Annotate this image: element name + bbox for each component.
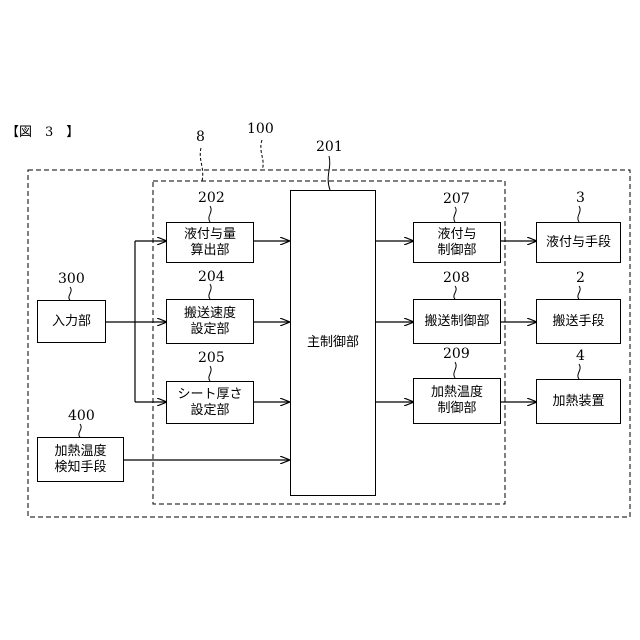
transport-control-box: 搬送制御部	[413, 299, 501, 344]
leader-208	[454, 286, 456, 299]
leader-207	[454, 207, 456, 222]
leader-202	[209, 206, 211, 222]
ref-2: 2	[576, 271, 585, 285]
main-control-box: 主制御部	[290, 190, 376, 496]
ref-202: 202	[198, 191, 225, 205]
leader-100	[261, 140, 263, 170]
heating-device-box: 加熱装置	[536, 379, 621, 424]
leader-201	[328, 156, 330, 190]
leader-300	[69, 287, 71, 300]
transport-means-box: 搬送手段	[536, 299, 621, 344]
ref-4: 4	[576, 349, 585, 363]
ref-300: 300	[58, 272, 85, 286]
liquid-amount-calculation-box: 液付与量 算出部	[166, 222, 254, 263]
transport-speed-setting-box: 搬送速度 設定部	[166, 299, 254, 344]
heating-temperature-control-box: 加熱温度 制御部	[413, 378, 501, 424]
liquid-application-means-box: 液付与手段	[536, 222, 621, 263]
leader-4	[578, 364, 580, 379]
ref-209: 209	[443, 347, 470, 361]
heating-temperature-detection-box: 加熱温度 検知手段	[37, 437, 124, 482]
sheet-thickness-setting-box: シート厚さ 設定部	[166, 381, 254, 424]
input-unit-box: 入力部	[37, 300, 106, 343]
leader-205	[209, 366, 211, 381]
ref-205: 205	[198, 351, 225, 365]
leader-3	[578, 206, 580, 222]
ref-400: 400	[68, 409, 95, 423]
ref-208: 208	[443, 271, 470, 285]
ref-100: 100	[247, 122, 274, 136]
leader-400	[79, 424, 81, 437]
ref-207: 207	[443, 192, 470, 206]
ref-204: 204	[198, 270, 225, 284]
ref-3: 3	[576, 191, 585, 205]
leader-204	[209, 284, 211, 299]
liquid-control-box: 液付与 制御部	[413, 222, 501, 263]
ref-8: 8	[196, 130, 205, 144]
leader-209	[454, 362, 456, 378]
leader-2	[578, 286, 580, 299]
leader-8	[200, 148, 203, 181]
ref-201: 201	[316, 140, 343, 154]
